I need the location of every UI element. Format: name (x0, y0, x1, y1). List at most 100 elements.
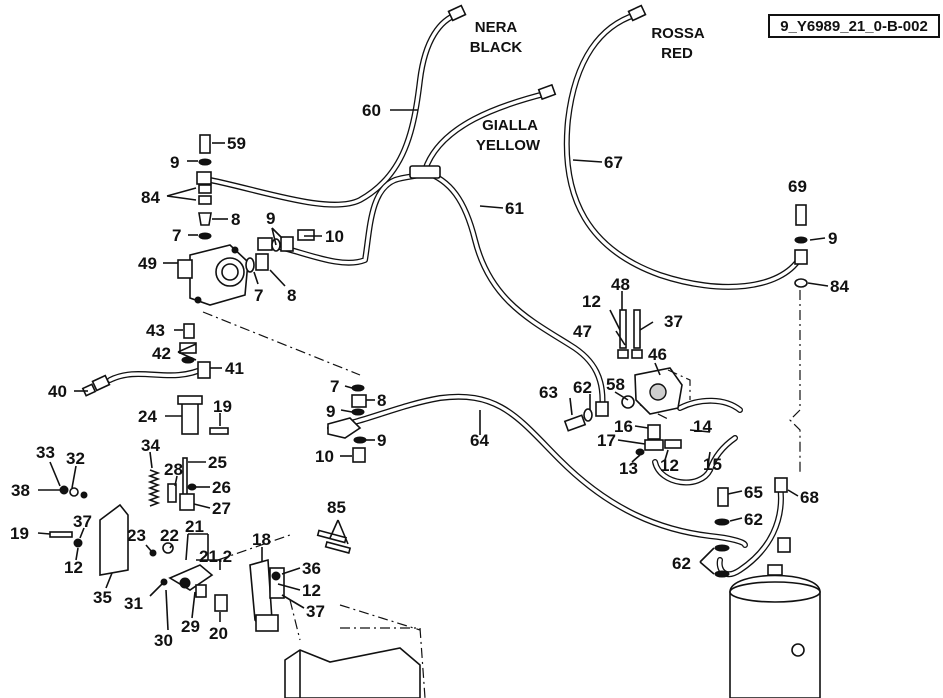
red-hose-label-it: ROSSA (651, 25, 705, 42)
callout-84: 84 (830, 277, 849, 296)
bolt-stack-59 (198, 134, 212, 240)
yellow-hose-label-it: GIALLA (482, 117, 538, 134)
callout-84: 84 (141, 188, 160, 207)
callout-12: 12 (302, 581, 321, 600)
callout-32: 32 (66, 449, 85, 468)
tee-16-17 (635, 424, 682, 456)
callout-62: 62 (573, 378, 592, 397)
black-hose-label-en: BLACK (470, 39, 523, 56)
callout-9: 9 (377, 431, 386, 450)
hose-end-fittings (196, 4, 808, 493)
callout-14: 14 (693, 417, 712, 436)
callout-27: 27 (212, 499, 231, 518)
callout-37: 37 (73, 512, 92, 531)
callout-8: 8 (377, 391, 386, 410)
callout-9: 9 (326, 402, 335, 421)
small-parts-left (49, 485, 174, 557)
callout-41: 41 (225, 359, 244, 378)
callout-59: 59 (227, 134, 246, 153)
callout-43: 43 (146, 321, 165, 340)
valve-46 (617, 309, 691, 415)
callout-62: 62 (672, 554, 691, 573)
callout-12: 12 (64, 558, 83, 577)
callout-22: 22 (160, 526, 179, 545)
hose-68 (716, 482, 784, 578)
callout-21: 21 (185, 517, 204, 536)
callout-15: 15 (703, 455, 722, 474)
callout-21-2: 21.2 (199, 547, 232, 566)
callout-64: 64 (470, 431, 489, 450)
callout-8: 8 (287, 286, 296, 305)
callout-7: 7 (330, 377, 339, 396)
hose-14-15 (652, 397, 743, 486)
callout-31: 31 (124, 594, 143, 613)
callout-24: 24 (138, 407, 157, 426)
hose-64 (327, 393, 748, 548)
hoses (107, 11, 803, 578)
callout-58: 58 (606, 375, 625, 394)
air-tank (729, 564, 821, 698)
callout-12: 12 (582, 292, 601, 311)
lever-18 (249, 558, 285, 632)
yellow-hose-label-en: YELLOW (476, 137, 541, 154)
callout-17: 17 (597, 431, 616, 450)
callout-60: 60 (362, 101, 381, 120)
callout-8: 8 (231, 210, 240, 229)
callout-25: 25 (208, 453, 227, 472)
callout-35: 35 (93, 588, 112, 607)
leader-lines (37, 109, 829, 631)
callout-46: 46 (648, 345, 667, 364)
drawing-code-label: 9_Y6989_21_0-B-002 (768, 14, 940, 38)
callout-67: 67 (604, 153, 623, 172)
callout-36: 36 (302, 559, 321, 578)
callout-49: 49 (138, 254, 157, 273)
callout-62: 62 (744, 510, 763, 529)
callout-65: 65 (744, 483, 763, 502)
callout-16: 16 (614, 417, 633, 436)
callout-42: 42 (152, 344, 171, 363)
callout-20: 20 (209, 624, 228, 643)
callout-47: 47 (573, 322, 592, 341)
callout-29: 29 (181, 617, 200, 636)
callout-34: 34 (141, 436, 160, 455)
callout-12: 12 (660, 456, 679, 475)
callout-13: 13 (619, 459, 638, 478)
callout-26: 26 (212, 478, 231, 497)
hose-color-labels: NERA BLACK GIALLA YELLOW ROSSA RED (470, 19, 705, 154)
pedal-21 (160, 564, 228, 612)
callout-68: 68 (800, 488, 819, 507)
callout-23: 23 (127, 526, 146, 545)
spring-34 (147, 469, 161, 507)
fittings-middle (327, 384, 367, 463)
hose-tee-fitting (409, 165, 441, 179)
black-hose-label-it: NERA (475, 19, 518, 36)
fittings-65 (714, 487, 791, 578)
callout-63: 63 (539, 383, 558, 402)
callout-30: 30 (154, 631, 173, 650)
push-rod-25 (167, 457, 197, 511)
red-hose-label-en: RED (661, 45, 693, 62)
callout-10: 10 (325, 227, 344, 246)
callout-61: 61 (505, 199, 524, 218)
callout-7: 7 (254, 286, 263, 305)
hose-61 (267, 90, 606, 413)
callout-9: 9 (170, 153, 179, 172)
callout-28: 28 (164, 460, 183, 479)
frame-bracket (284, 627, 426, 698)
callout-7: 7 (172, 226, 181, 245)
callout-19: 19 (10, 524, 29, 543)
hose-41 (107, 365, 208, 383)
callout-48: 48 (611, 275, 630, 294)
callout-9: 9 (828, 229, 837, 248)
brake-valve-49 (177, 244, 249, 306)
callout-numbers: 60 59 9 84 8 7 49 9 10 7 8 61 67 69 9 84… (10, 101, 849, 650)
fittings-69 (794, 204, 808, 288)
callout-85: 85 (327, 498, 346, 517)
fittings-upper (245, 229, 315, 273)
callout-37: 37 (664, 312, 683, 331)
callout-10: 10 (315, 447, 334, 466)
fittings-62-63 (563, 408, 593, 432)
callout-18: 18 (252, 530, 271, 549)
hose-60 (207, 11, 461, 208)
